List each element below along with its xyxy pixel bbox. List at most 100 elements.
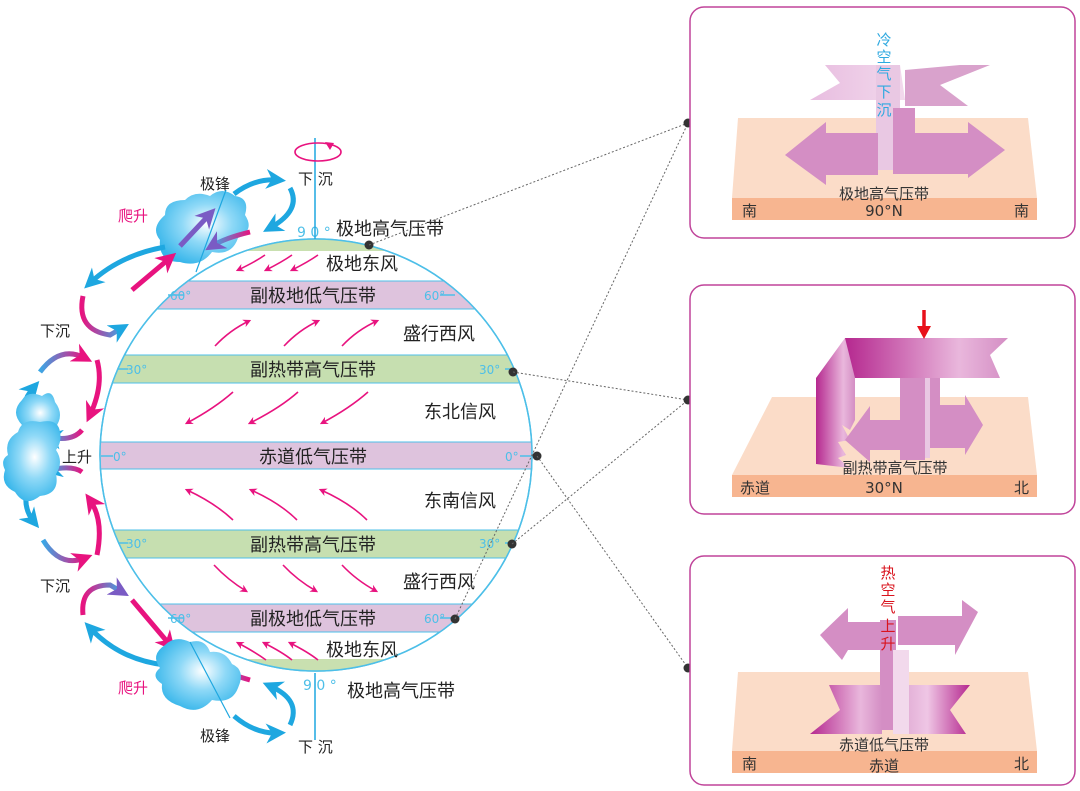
wind-arrow (184, 391, 234, 425)
wind-arrow (263, 254, 293, 272)
svg-text:气: 气 (876, 65, 891, 83)
wind-arrow (248, 488, 298, 521)
panel-left-label: 赤道 (740, 479, 770, 497)
globe: 副极地低气压带 副热带高气压带 赤道低气压带 副热带高气压带 副极地低气压带 极… (99, 138, 542, 756)
sink-label-lower: 下沉 (40, 577, 70, 595)
axis-bottom-sink-label: 下 沉 (298, 738, 333, 756)
wind-arrow (184, 488, 234, 521)
svg-text:空: 空 (880, 581, 895, 599)
wind-arrow (283, 319, 321, 347)
north-pole-degree: 9 0 ° (297, 225, 331, 241)
axis-top-sink-label: 下 沉 (298, 170, 333, 188)
connector-lines (368, 122, 689, 669)
wind-label-s-polar-easterlies: 极地东风 (326, 640, 398, 661)
wind-arrow (213, 564, 249, 593)
converging-arrow-right (909, 685, 970, 734)
converging-band (845, 338, 1008, 390)
svg-text:60°: 60° (170, 289, 191, 303)
panel-left-label: 南 (742, 202, 757, 220)
wind-arrow (235, 254, 266, 272)
panel-right-label: 北 (1014, 755, 1029, 773)
band-label-s-polar-high: 极地高气压带 (347, 681, 455, 702)
svg-text:30°: 30° (479, 537, 500, 551)
panel-right-label: 北 (1014, 479, 1029, 497)
wind-label-se-trades: 东南信风 (424, 491, 496, 512)
wind-arrow (235, 641, 267, 661)
outflow-arrow-right (893, 108, 1005, 178)
wind-label-n-westerlies: 盛行西风 (403, 324, 475, 345)
panel-center-label: 赤道 (869, 757, 899, 775)
wind-arrow (287, 641, 319, 661)
wind-arrows (184, 254, 380, 661)
wind-label-ne-trades: 东北信风 (424, 402, 496, 423)
svg-text:空: 空 (876, 48, 891, 66)
svg-text:60°: 60° (170, 612, 191, 626)
wind-arrow (282, 564, 319, 593)
cloud-icon (155, 639, 241, 710)
panel-equatorial-low: 热 空 气 上 升 赤道低气压带 南 赤道 北 (689, 555, 1076, 786)
svg-text:热: 热 (880, 564, 895, 582)
band-label-equatorial-low: 赤道低气压带 (259, 447, 367, 468)
polar-front-label-top: 极锋 (200, 175, 230, 193)
panel-belt-label: 极地高气压带 (839, 185, 929, 203)
panel-belt-label: 赤道低气压带 (839, 736, 929, 754)
panel-center-label: 30°N (865, 479, 903, 497)
svg-text:60°: 60° (424, 289, 445, 303)
svg-text:升: 升 (880, 635, 895, 653)
vertical-label: 冷 空 气 下 沉 (876, 31, 891, 119)
band-s-subtropical-high (100, 529, 532, 559)
svg-text:30°: 30° (126, 537, 147, 551)
panel-polar-high: 冷 空 气 下 沉 极地高气压带 南 90°N 南 (689, 6, 1076, 239)
wind-label-n-polar-easterlies: 极地东风 (326, 254, 398, 275)
svg-text:气: 气 (880, 598, 895, 616)
cloud-icon (156, 191, 249, 264)
svg-text:沉: 沉 (876, 101, 891, 119)
south-pole-degree: 9 0 ° (303, 678, 337, 694)
sink-label-upper: 下沉 (40, 322, 70, 340)
wind-label-s-westerlies: 盛行西风 (403, 572, 475, 593)
band-label-n-subpolar-low: 副极地低气压带 (250, 286, 376, 307)
cloud-icon (3, 393, 61, 502)
wind-arrow (341, 564, 379, 593)
polar-front-label-bottom: 极锋 (200, 727, 230, 745)
band-n-subtropical-high (100, 354, 532, 384)
svg-text:上: 上 (880, 617, 895, 635)
converging-arrow-right (905, 65, 990, 106)
climb-label-top: 爬升 (118, 207, 148, 225)
band-label-n-polar-high: 极地高气压带 (336, 219, 444, 240)
band-label-n-subtropical-high: 副热带高气压带 (250, 360, 376, 381)
svg-text:0°: 0° (113, 450, 127, 464)
climb-label-bottom: 爬升 (118, 679, 148, 697)
converging-arrow-left (810, 685, 882, 734)
rotation-arrow-icon (294, 142, 342, 162)
outflow-arrow-right (898, 600, 978, 655)
wind-arrow (261, 641, 293, 661)
rotation-axis (294, 138, 342, 740)
panel-right-label: 南 (1014, 202, 1029, 220)
panel-center-label: 90°N (865, 202, 903, 220)
svg-text:30°: 30° (126, 363, 147, 377)
svg-text:下: 下 (876, 83, 891, 101)
band-equatorial-low (100, 441, 532, 470)
band-label-s-subpolar-low: 副极地低气压带 (250, 609, 376, 630)
circulation-cells: 极锋 爬升 (3, 169, 296, 745)
panel-left-label: 南 (742, 755, 757, 773)
descending-arrow-left (816, 338, 855, 468)
panel-belt-label: 副热带高气压带 (842, 459, 947, 477)
wind-arrow (214, 319, 252, 347)
wind-arrow (319, 391, 369, 425)
svg-text:60°: 60° (424, 612, 445, 626)
band-label-s-subtropical-high: 副热带高气压带 (250, 535, 376, 556)
panel-subtropical-high: 副热带高气压带 赤道 30°N 北 (689, 284, 1076, 515)
svg-text:30°: 30° (479, 363, 500, 377)
svg-text:冷: 冷 (876, 31, 891, 49)
wind-arrow (247, 391, 299, 425)
latitude-ticks: 60° 60° 30° 30° 0° 0° 30° 30° 60° 60° 9 … (101, 225, 531, 694)
wind-arrow (289, 254, 319, 272)
vertical-label: 热 空 气 上 升 (880, 564, 895, 653)
wind-arrow (318, 488, 368, 521)
outflow-arrow-left (785, 122, 878, 185)
wind-arrow (341, 319, 380, 347)
outflow-arrow-left (820, 608, 882, 660)
